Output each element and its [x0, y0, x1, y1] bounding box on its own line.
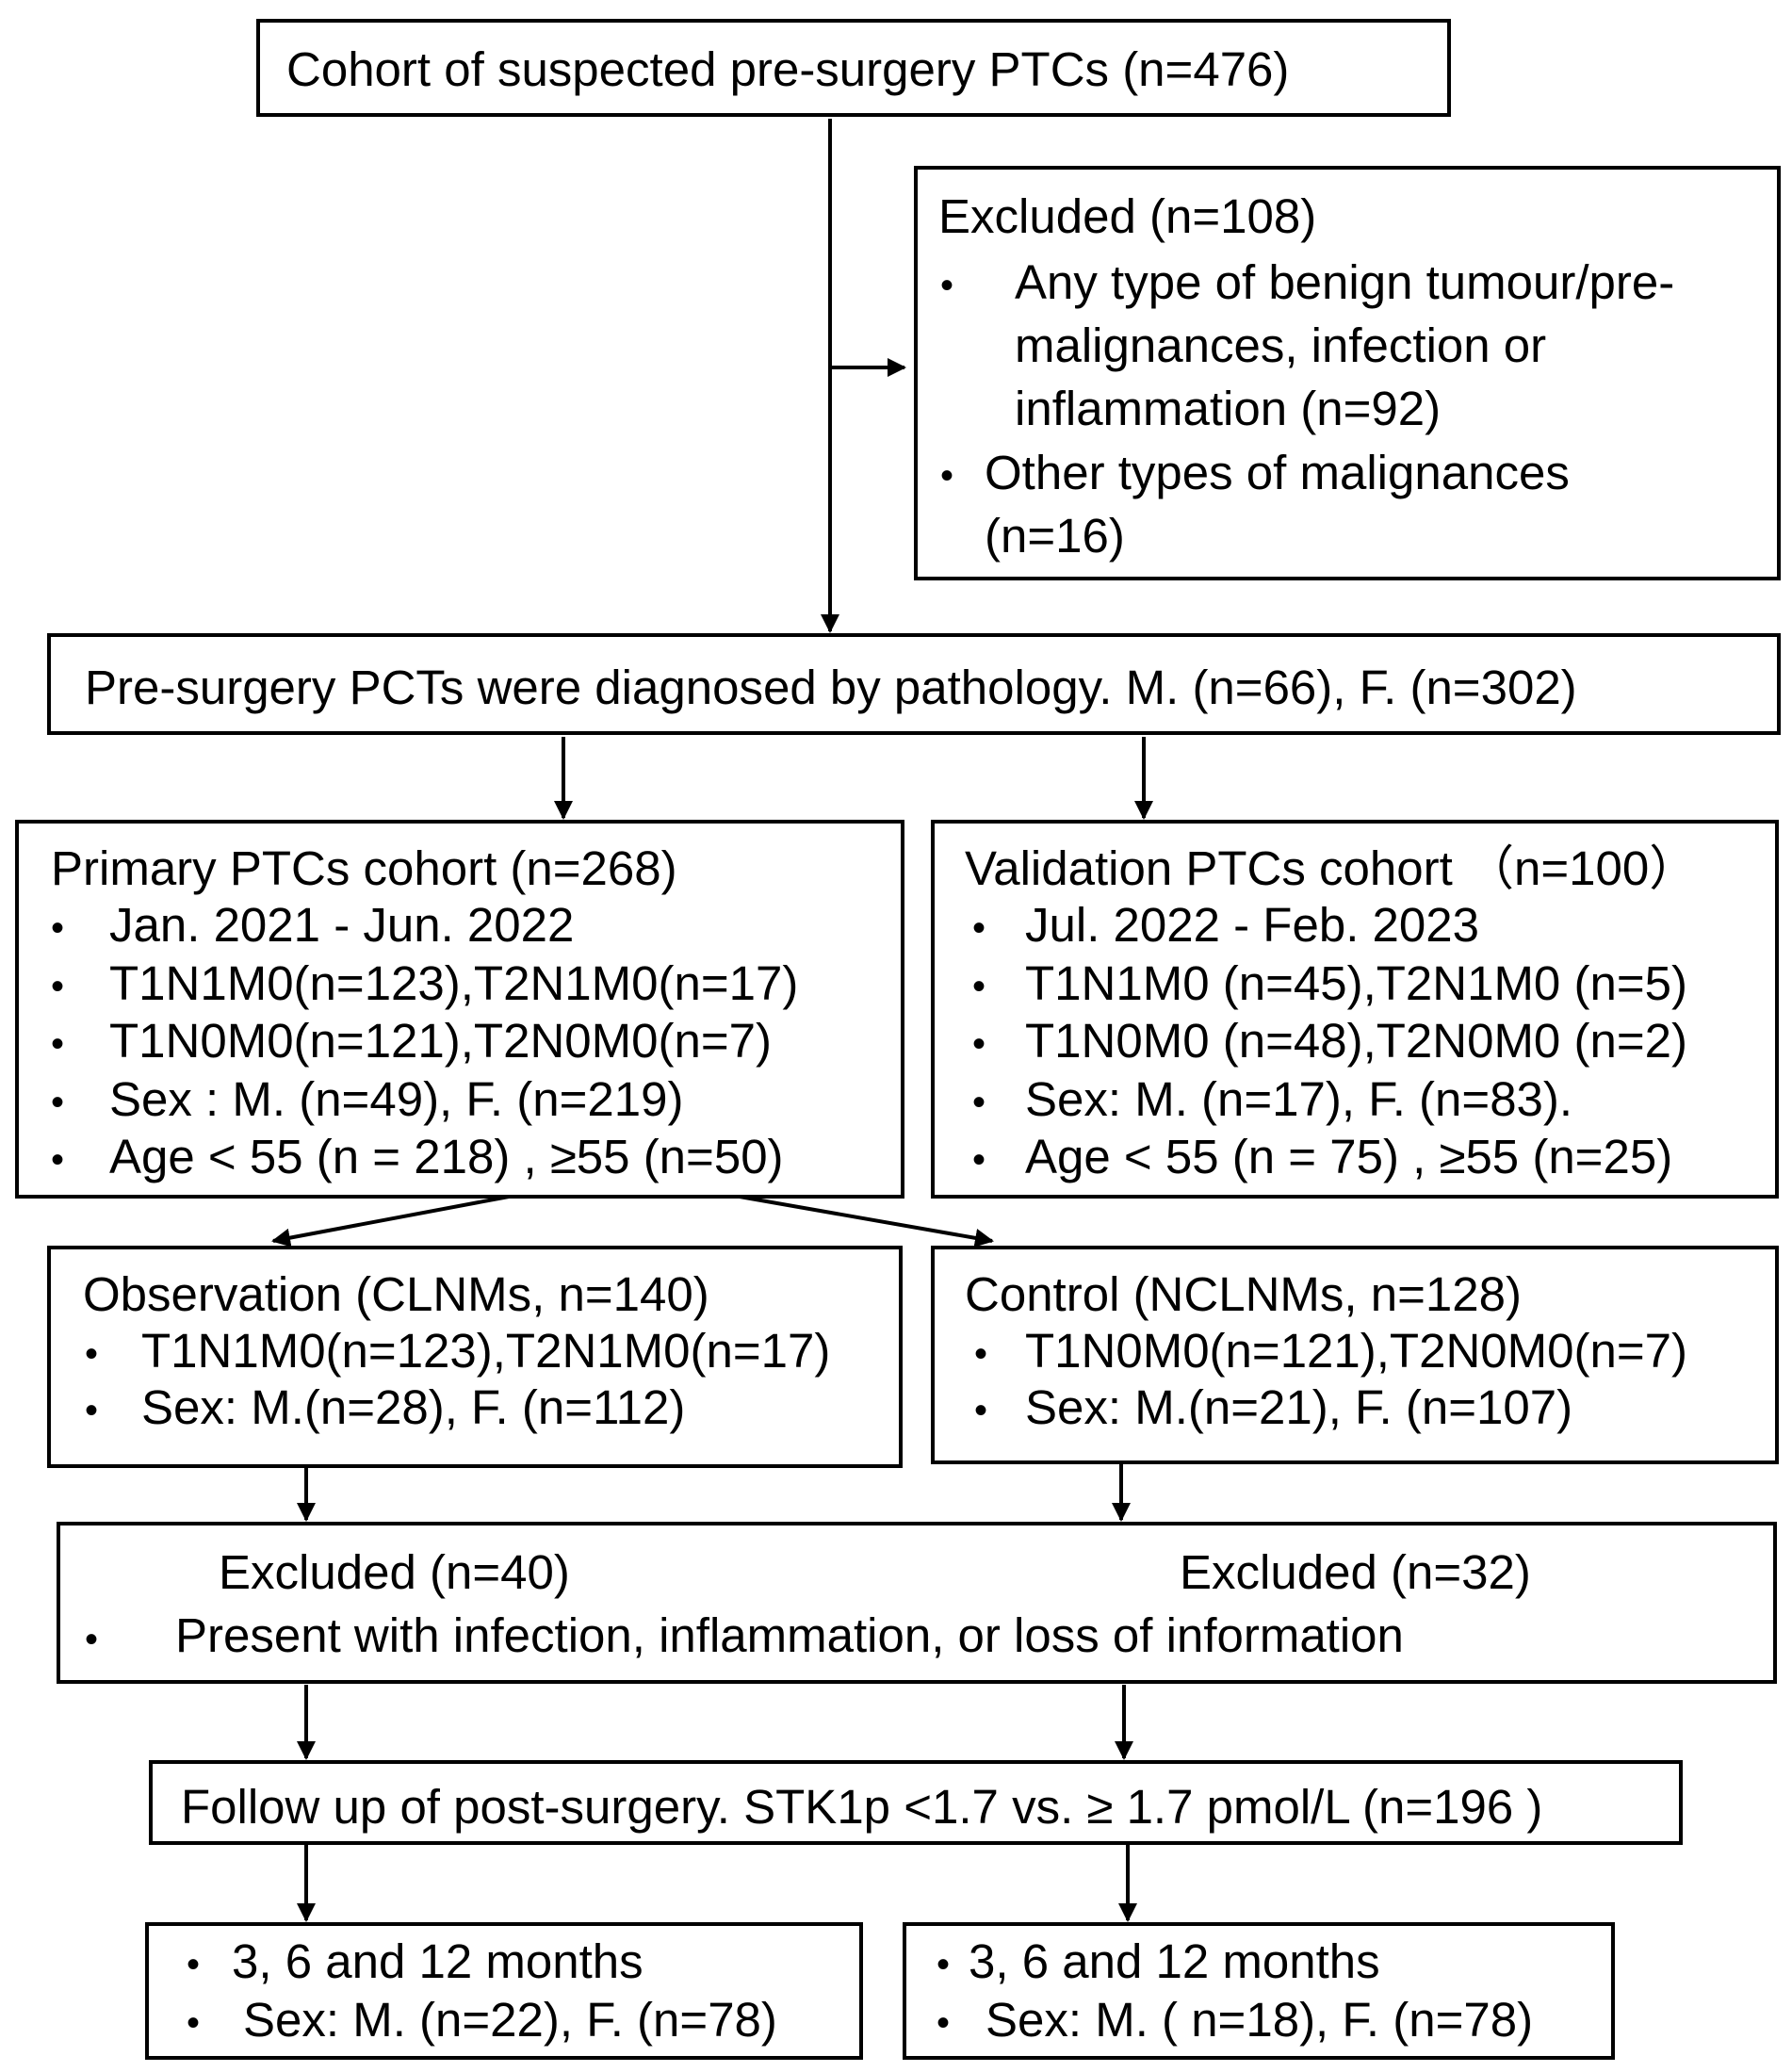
bullet: • — [85, 1619, 99, 1660]
bullet: • — [85, 1390, 99, 1431]
bullet: • — [187, 1944, 201, 1985]
validation-item-2: T1N1M0 (n=45),T2N1M0 (n=5) — [1025, 956, 1687, 1010]
followup-title: Follow up of post-surgery. STK1p <1.7 vs… — [181, 1780, 1543, 1834]
outcome-left-item-2: Sex: M. (n=22), F. (n=78) — [243, 1993, 777, 2047]
bullet: • — [51, 1082, 65, 1123]
bullet: • — [51, 966, 65, 1007]
bullet: • — [974, 1390, 988, 1431]
followup-box: Follow up of post-surgery. STK1p <1.7 vs… — [149, 1760, 1683, 1845]
bullet: • — [972, 1139, 986, 1181]
excluded-box-1: Excluded (n=108) • Any type of benign tu… — [914, 166, 1781, 580]
validation-item-3: T1N0M0 (n=48),T2N0M0 (n=2) — [1025, 1014, 1687, 1068]
outcome-right-item-1: 3, 6 and 12 months — [969, 1934, 1380, 1988]
diagnosed-box: Pre-surgery PCTs were diagnosed by patho… — [47, 633, 1781, 735]
diagnosed-title: Pre-surgery PCTs were diagnosed by patho… — [85, 661, 1577, 714]
outcome-right-item-2: Sex: M. ( n=18), F. (n=78) — [986, 1993, 1534, 2047]
observation-box: Observation (CLNMs, n=140) • T1N1M0(n=12… — [47, 1246, 903, 1468]
excluded-1-item-1-line-2: malignances, infection or — [1015, 318, 1547, 372]
validation-item-5: Age < 55 (n = 75) , ≥55 (n=25) — [1025, 1130, 1673, 1183]
bullet: • — [940, 265, 954, 306]
control-item-1: T1N0M0(n=121),T2N0M0(n=7) — [1025, 1324, 1687, 1378]
outcome-left-item-1: 3, 6 and 12 months — [232, 1934, 643, 1988]
primary-item-3: T1N0M0(n=121),T2N0M0(n=7) — [109, 1014, 772, 1068]
bullet: • — [940, 455, 954, 497]
split-line-left — [271, 1195, 510, 1248]
validation-item-1: Jul. 2022 - Feb. 2023 — [1025, 898, 1479, 952]
excluded-2-left-title: Excluded (n=40) — [219, 1545, 570, 1599]
excluded-2-right-title: Excluded (n=32) — [1180, 1545, 1531, 1599]
control-title: Control (NCLNMs, n=128) — [965, 1267, 1522, 1321]
cohort-title: Cohort of suspected pre-surgery PTCs (n=… — [286, 42, 1290, 96]
validation-cohort-box: Validation PTCs cohort （n=100） • Jul. 20… — [931, 820, 1779, 1199]
split-line-right — [739, 1195, 994, 1248]
validation-item-4: Sex: M. (n=17), F. (n=83). — [1025, 1072, 1573, 1126]
bullet: • — [974, 1333, 988, 1375]
cohort-box: Cohort of suspected pre-surgery PTCs (n=… — [256, 19, 1451, 117]
excluded-1-item-2-line-1: Other types of malignances — [985, 446, 1570, 499]
observation-title: Observation (CLNMs, n=140) — [83, 1267, 709, 1321]
primary-item-1: Jan. 2021 - Jun. 2022 — [109, 898, 575, 952]
outcome-right-box: • 3, 6 and 12 months • Sex: M. ( n=18), … — [903, 1922, 1615, 2060]
validation-title: Validation PTCs cohort （n=100） — [965, 841, 1698, 895]
bullet: • — [937, 1944, 951, 1985]
excluded-box-2: Excluded (n=40) Excluded (n=32) • Presen… — [57, 1522, 1777, 1684]
primary-title: Primary PTCs cohort (n=268) — [51, 841, 677, 895]
excluded-1-item-2-line-2: (n=16) — [985, 509, 1125, 563]
bullet: • — [85, 1333, 99, 1375]
primary-item-4: Sex : M. (n=49), F. (n=219) — [109, 1072, 684, 1126]
outcome-left-box: • 3, 6 and 12 months • Sex: M. (n=22), F… — [145, 1922, 863, 2060]
bullet: • — [51, 907, 65, 949]
bullet: • — [187, 2002, 201, 2044]
bullet: • — [972, 1082, 986, 1123]
primary-item-5: Age < 55 (n = 218) , ≥55 (n=50) — [109, 1130, 784, 1183]
observation-item-1: T1N1M0(n=123),T2N1M0(n=17) — [141, 1324, 831, 1378]
bullet: • — [972, 966, 986, 1007]
excluded-1-item-1-line-3: inflammation (n=92) — [1015, 382, 1442, 435]
bullet: • — [972, 907, 986, 949]
excluded-1-title: Excluded (n=108) — [938, 189, 1317, 243]
observation-item-2: Sex: M.(n=28), F. (n=112) — [141, 1380, 686, 1434]
control-item-2: Sex: M.(n=21), F. (n=107) — [1025, 1380, 1573, 1434]
control-box: Control (NCLNMs, n=128) • T1N0M0(n=121),… — [931, 1246, 1779, 1464]
bullet: • — [937, 2002, 951, 2044]
bullet: • — [51, 1139, 65, 1181]
bullet: • — [972, 1023, 986, 1065]
primary-item-2: T1N1M0(n=123),T2N1M0(n=17) — [109, 956, 799, 1010]
primary-cohort-box: Primary PTCs cohort (n=268) • Jan. 2021 … — [15, 820, 904, 1199]
bullet: • — [51, 1023, 65, 1065]
excluded-2-item: Present with infection, inflammation, or… — [175, 1608, 1404, 1662]
excluded-1-item-1-line-1: Any type of benign tumour/pre- — [1015, 255, 1675, 309]
